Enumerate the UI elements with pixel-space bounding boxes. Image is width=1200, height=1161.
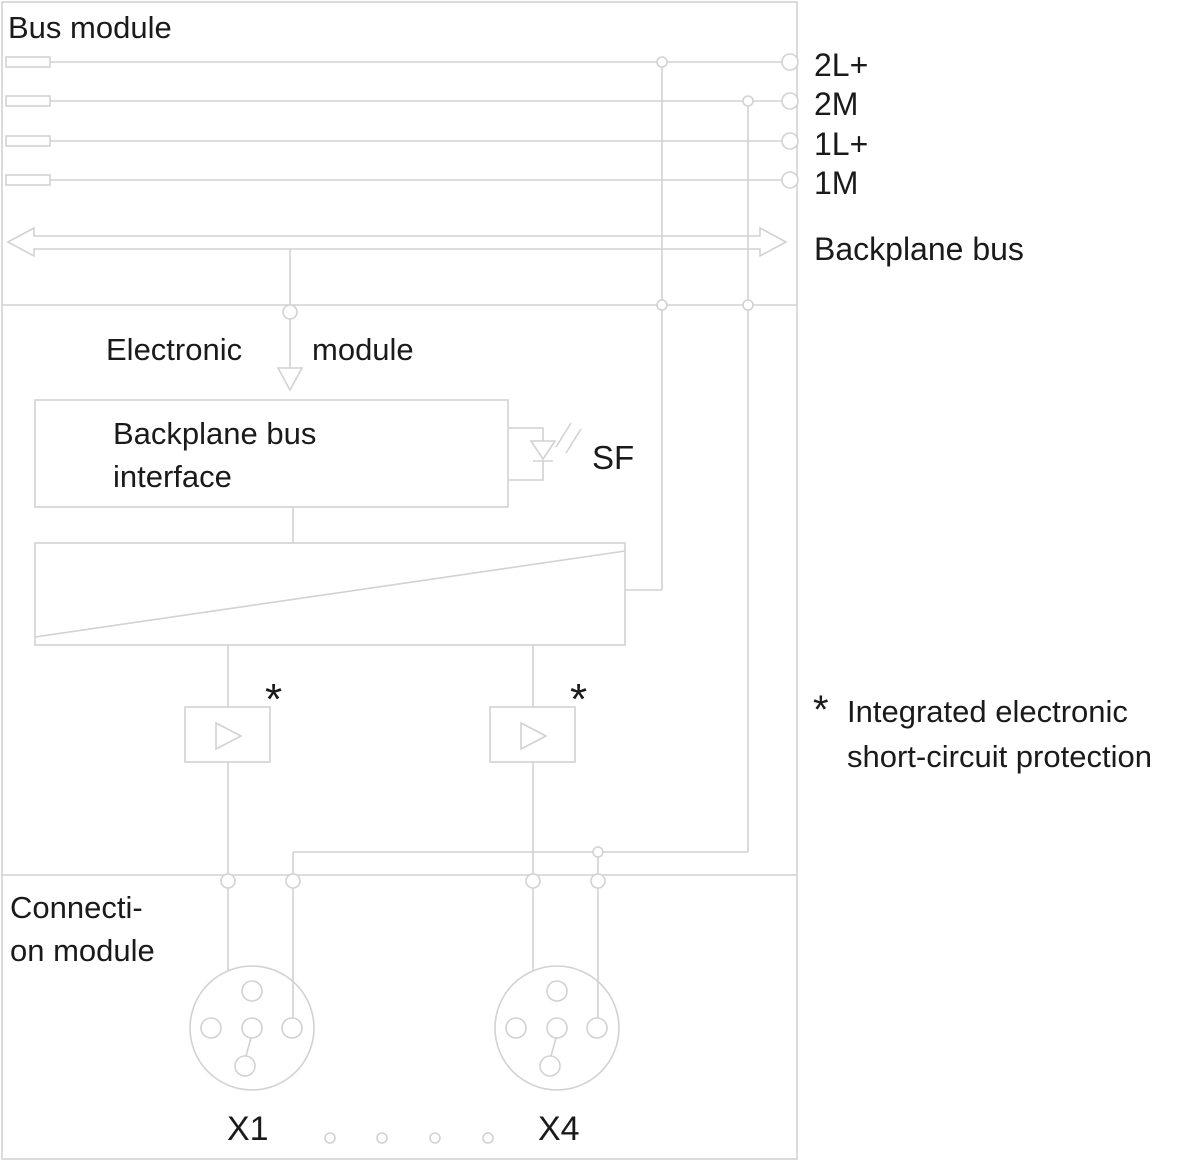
junction-node: [656, 56, 668, 68]
junction-node: [742, 299, 754, 311]
rail-label-2lplus: 2L+: [814, 47, 869, 83]
connector-label-x4: X4: [538, 1110, 580, 1148]
backplane-interface-box: [34, 399, 509, 508]
junction-node: [282, 304, 298, 320]
short-circuit-protection-left: [184, 645, 271, 971]
rail-terminal: [5, 174, 51, 186]
footnote-line2: short-circuit protection: [847, 739, 1152, 774]
rail-label-1lplus: 1L+: [814, 126, 869, 162]
interface-box-line1: Backplane bus: [113, 416, 317, 451]
connection-module-title: Connecti- on module: [10, 886, 155, 972]
contact-node: [220, 873, 236, 889]
ellipsis-dot: [324, 1132, 336, 1144]
connector-label-x1: X1: [227, 1110, 269, 1148]
junction-node: [656, 299, 668, 311]
sf-led-icon: [508, 422, 582, 481]
amplifier-icon: [520, 721, 548, 751]
ellipsis-dot: [429, 1132, 441, 1144]
bus-module-title: Bus module: [8, 10, 172, 45]
rail-terminal: [5, 56, 51, 68]
m12-connector-x1: [189, 965, 315, 1091]
interface-box-line2: interface: [113, 459, 232, 494]
backplane-bus-label: Backplane bus: [814, 231, 1024, 267]
rail-end-node: [781, 53, 799, 71]
protection-mark-left: *: [265, 675, 283, 724]
rail-terminal: [5, 135, 51, 147]
footnote-text: Integrated electronic short-circuit prot…: [847, 689, 1152, 779]
ellipsis-dot: [376, 1132, 388, 1144]
connector-pin: [546, 980, 568, 1002]
electronic-module-title-word2: module: [312, 332, 414, 367]
backplane-bus-arrow: [6, 226, 788, 258]
rail-label-1m: 1M: [814, 165, 859, 201]
rail-label-2m: 2M: [814, 86, 859, 122]
contact-node: [525, 873, 541, 889]
connector-ellipsis-dots: [324, 1132, 494, 1144]
power-converter-box: [34, 542, 626, 646]
short-circuit-protection-right: [489, 645, 576, 971]
connection-module-line1: Connecti-: [10, 890, 143, 925]
electronic-module-title-word1: Electronic: [106, 332, 243, 367]
connector-pin: [281, 1017, 303, 1039]
junction-node: [592, 846, 604, 858]
connector-pin: [546, 1017, 568, 1039]
connector-pin: [200, 1017, 222, 1039]
connector-pin: [241, 980, 263, 1002]
connector-pin: [234, 1055, 256, 1077]
m12-connector-x4: [494, 965, 620, 1091]
connector-pin: [505, 1017, 527, 1039]
interface-box-label: Backplane bus interface: [113, 412, 316, 498]
power-rail-lines: [5, 56, 782, 186]
connection-module-line2: on module: [10, 933, 155, 968]
rail-end-node: [781, 132, 799, 150]
rail-end-node: [781, 171, 799, 189]
ellipsis-dot: [482, 1132, 494, 1144]
rail-end-node: [781, 92, 799, 110]
protection-mark-right: *: [570, 675, 588, 724]
footnote-marker: *: [813, 688, 829, 732]
connector-pin: [539, 1055, 561, 1077]
rail-terminal: [5, 95, 51, 107]
junction-node: [742, 95, 754, 107]
contact-node: [285, 873, 301, 889]
junction-nodes: [220, 53, 799, 889]
connector-pin: [241, 1017, 263, 1039]
amplifier-icon: [215, 721, 243, 751]
footnote-line1: Integrated electronic: [847, 694, 1128, 729]
contact-node: [590, 873, 606, 889]
connector-pin: [586, 1017, 608, 1039]
sf-label: SF: [592, 439, 635, 476]
supply-tap-2lplus: [625, 62, 663, 591]
